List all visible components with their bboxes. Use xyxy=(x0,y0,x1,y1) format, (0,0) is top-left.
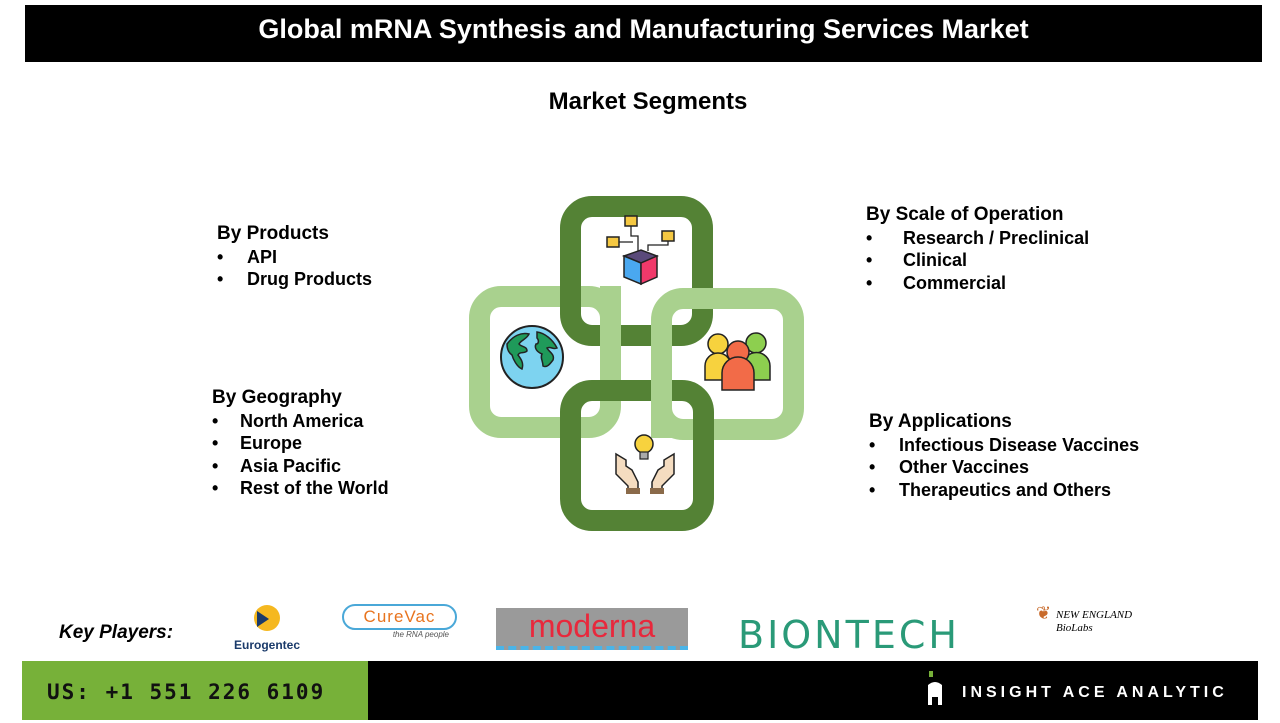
globe-icon xyxy=(500,325,564,389)
list-item: •Drug Products xyxy=(217,269,373,289)
ring-overlap xyxy=(651,380,672,438)
title-bar: Global mRNA Synthesis and Manufacturing … xyxy=(25,5,1262,62)
list-item: •Infectious Disease Vaccines xyxy=(869,434,1140,455)
segment-heading: By Products xyxy=(217,223,329,244)
logo-curevac: CureVac the RNA people xyxy=(342,604,457,648)
list-item: •Clinical xyxy=(866,250,968,270)
ring-overlap xyxy=(600,286,621,346)
phone-number: US: +1 551 226 6109 xyxy=(22,661,368,720)
eurogentec-mark-icon xyxy=(254,605,280,631)
list-item: •API xyxy=(217,246,278,267)
logo-neb: ❦ NEW ENGLAND BioLabs xyxy=(1036,603,1133,634)
list-item: •Europe xyxy=(212,433,303,453)
list-item: •Commercial xyxy=(866,272,1007,293)
logo-biontech: BIONTECH xyxy=(738,613,960,657)
list-item: •North America xyxy=(212,410,364,431)
insightace-logo-icon xyxy=(928,671,942,705)
footer-bar xyxy=(368,661,1258,720)
list-item: •Rest of the World xyxy=(212,478,389,498)
ring-bottom xyxy=(560,380,714,531)
logo-moderna: moderna xyxy=(496,608,688,650)
list-item: •Therapeutics and Others xyxy=(869,479,1112,500)
people-group-icon xyxy=(704,332,771,391)
brand-name: INSIGHT ACE ANALYTIC xyxy=(962,684,1228,701)
segment-heading: By Applications xyxy=(869,411,1012,432)
product-box-icon xyxy=(606,215,675,286)
segment-heading: By Geography xyxy=(212,387,342,408)
section-title: Market Segments xyxy=(548,88,748,115)
segment-products: By Products •API •Drug Products xyxy=(217,223,372,291)
segment-applications: By Applications •Infectious Disease Vacc… xyxy=(869,411,1139,501)
hands-lightbulb-icon xyxy=(615,434,675,494)
key-players-label: Key Players: xyxy=(59,622,174,643)
list-item: •Asia Pacific xyxy=(212,455,342,476)
list-item: •Research / Preclinical xyxy=(866,227,1090,248)
segment-geography: By Geography •North America •Europe •Asi… xyxy=(212,387,389,500)
logo-eurogentec: Eurogentec xyxy=(225,603,309,661)
list-item: •Other Vaccines xyxy=(869,457,1030,477)
segment-heading: By Scale of Operation xyxy=(866,204,1064,225)
segment-scale: By Scale of Operation •Research / Precli… xyxy=(866,204,1089,294)
page-title: Global mRNA Synthesis and Manufacturing … xyxy=(258,14,1029,44)
butterfly-icon: ❦ xyxy=(1036,603,1052,623)
ring-right xyxy=(651,288,804,440)
